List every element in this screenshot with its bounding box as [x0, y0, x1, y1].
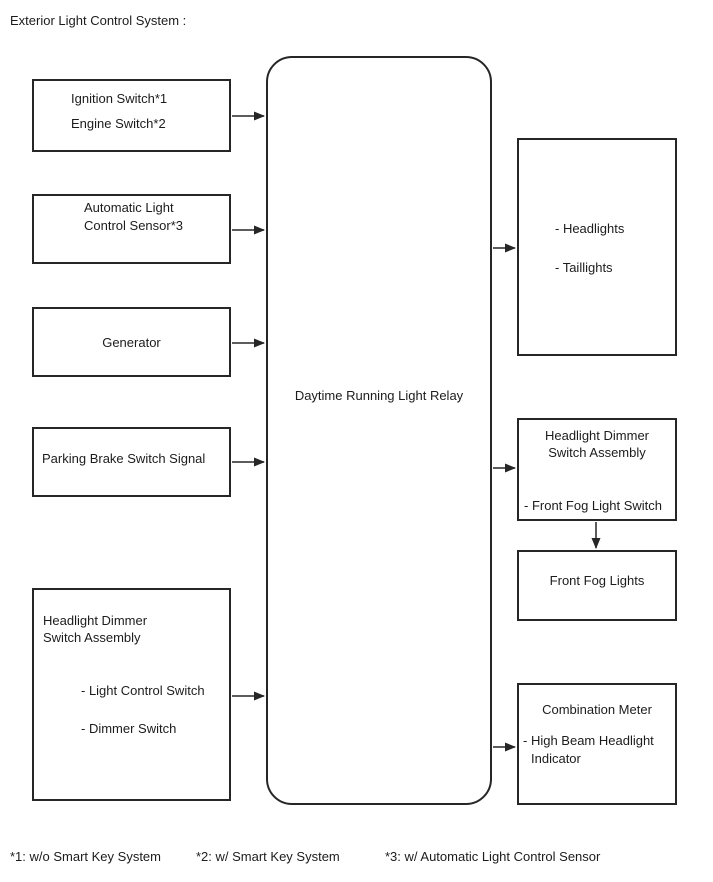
- taillights-item: - Taillights: [555, 260, 613, 275]
- light-control-switch-item: - Light Control Switch: [81, 683, 205, 698]
- input-box-automatic-light-control-sensor: Automatic Light Control Sensor*3: [32, 194, 231, 264]
- auto-light-sensor-label-line1: Automatic Light: [84, 200, 174, 215]
- engine-switch-label: Engine Switch*2: [71, 116, 166, 131]
- output-box-headlight-dimmer-switch-assembly: Headlight Dimmer Switch Assembly - Front…: [517, 418, 677, 521]
- front-fog-light-switch-item: - Front Fog Light Switch: [524, 498, 662, 513]
- input-box-parking-brake-switch-signal: Parking Brake Switch Signal: [32, 427, 231, 497]
- output-box-front-fog-lights: Front Fog Lights: [517, 550, 677, 621]
- footnote-3: *3: w/ Automatic Light Control Sensor: [385, 849, 601, 864]
- front-fog-lights-label: Front Fog Lights: [549, 573, 645, 588]
- dimmer-switch-item: - Dimmer Switch: [81, 721, 177, 736]
- dimmer-assembly-title-line2: Switch Assembly: [43, 630, 141, 645]
- page-title: Exterior Light Control System :: [10, 13, 187, 28]
- generator-label: Generator: [102, 334, 161, 350]
- relay-label: Daytime Running Light Relay: [294, 388, 464, 403]
- input-box-ignition-engine-switch: Ignition Switch*1 Engine Switch*2: [32, 79, 231, 152]
- relay-box-daytime-running-light-relay: Daytime Running Light Relay: [266, 56, 492, 805]
- input-box-headlight-dimmer-switch-assembly: Headlight Dimmer Switch Assembly - Light…: [32, 588, 231, 801]
- output-box-headlights-taillights: - Headlights - Taillights: [517, 138, 677, 356]
- combination-meter-title: Combination Meter: [542, 702, 652, 717]
- parking-brake-label: Parking Brake Switch Signal: [42, 450, 206, 466]
- high-beam-indicator-item: - High Beam Headlight Indicator: [523, 733, 654, 766]
- auto-light-sensor-label-line2: Control Sensor*3: [84, 218, 183, 233]
- footnote-1: *1: w/o Smart Key System: [10, 849, 161, 864]
- footnote-2: *2: w/ Smart Key System: [196, 849, 340, 864]
- dimmer-assembly-out-title-line1: Headlight Dimmer: [544, 428, 650, 443]
- input-box-generator: Generator: [32, 307, 231, 377]
- headlights-item: - Headlights: [555, 221, 625, 236]
- output-box-combination-meter: Combination Meter - High Beam Headlight …: [517, 683, 677, 805]
- dimmer-assembly-out-title-line2: Switch Assembly: [548, 445, 646, 460]
- dimmer-assembly-title-line1: Headlight Dimmer: [43, 613, 148, 628]
- ignition-switch-label: Ignition Switch*1: [71, 91, 168, 106]
